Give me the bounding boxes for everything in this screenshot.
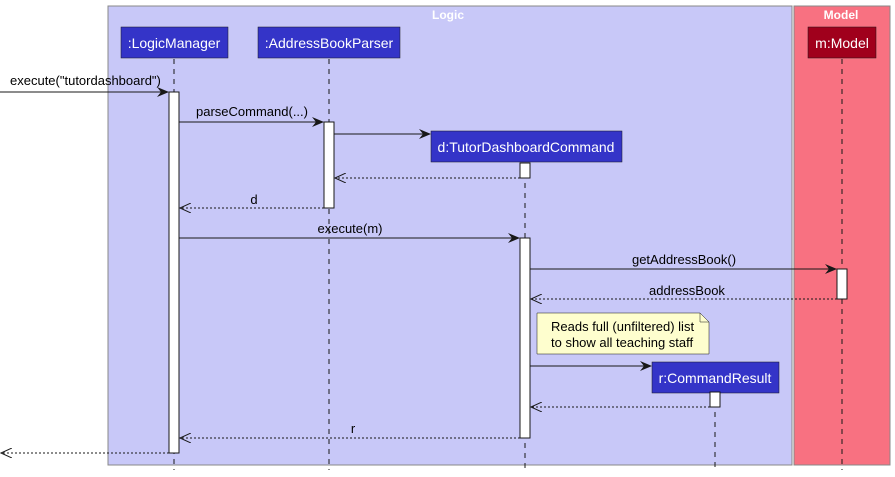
svg-text:d:TutorDashboardCommand: d:TutorDashboardCommand (438, 139, 615, 155)
return-d-label: d (250, 192, 257, 207)
note: Reads full (unfiltered) list to show all… (536, 312, 710, 355)
logic-group-title: Logic (432, 8, 464, 22)
parser-participant: :AddressBookParser (257, 26, 401, 59)
command-activation-init (519, 162, 531, 179)
execute-m-label: execute(m) (317, 221, 382, 236)
model-participant: m:Model (807, 26, 877, 59)
svg-text::LogicManager: :LogicManager (128, 35, 221, 51)
command-activation-execute (519, 237, 531, 439)
model-activation (836, 268, 848, 300)
parser-activation (323, 121, 335, 209)
note-line-1: Reads full (unfiltered) list (551, 319, 694, 334)
parse-command-label: parseCommand(...) (196, 104, 308, 119)
return-address-book-label: addressBook (649, 283, 725, 298)
logic-manager-participant: :LogicManager (120, 26, 229, 59)
svg-text:r:CommandResult: r:CommandResult (659, 370, 772, 386)
note-line-2: to show all teaching staff (551, 335, 694, 350)
return-r-label: r (351, 421, 356, 436)
svg-text::AddressBookParser: :AddressBookParser (265, 35, 394, 51)
logic-manager-activation (168, 91, 180, 454)
result-activation (709, 391, 721, 408)
get-address-book-label: getAddressBook() (632, 252, 736, 267)
svg-text:m:Model: m:Model (815, 35, 869, 51)
model-group (793, 5, 891, 466)
logic-group (107, 5, 793, 466)
model-group-title: Model (824, 8, 859, 22)
result-participant: r:CommandResult (651, 361, 780, 394)
command-participant: d:TutorDashboardCommand (430, 130, 623, 163)
execute-call-label: execute("tutordashboard") (10, 73, 161, 88)
